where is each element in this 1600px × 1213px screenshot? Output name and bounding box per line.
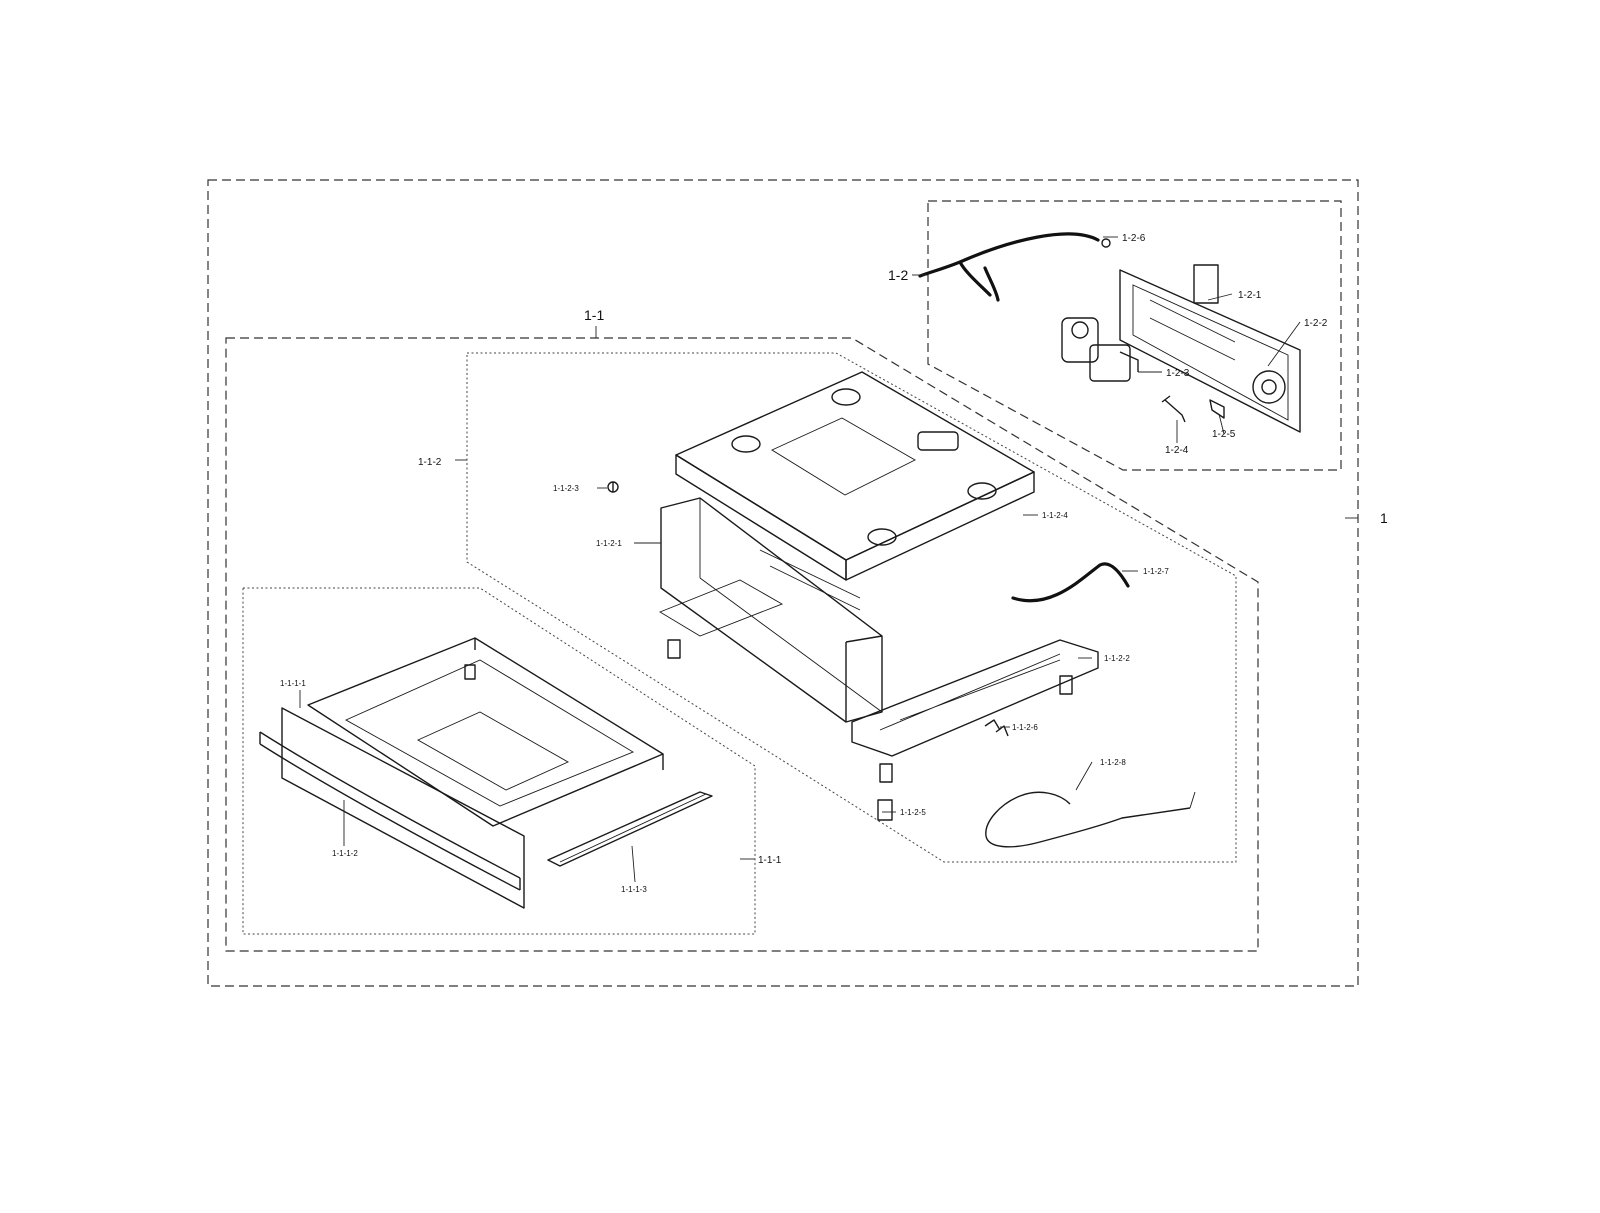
drawer-front-part <box>259 707 525 909</box>
frame-harness-part <box>1011 562 1130 603</box>
label-1-1-2-2: 1-1-2-2 <box>1104 654 1130 663</box>
label-1-1-2-7: 1-1-2-7 <box>1143 567 1169 576</box>
label-1-1-1-2: 1-1-1-2 <box>332 849 358 858</box>
control-panel-part <box>1119 264 1301 433</box>
label-1-2-5: 1-2-5 <box>1212 429 1236 440</box>
label-1-1-1: 1-1-1 <box>758 855 782 866</box>
frame-screw-part <box>607 481 619 493</box>
frame-base-part <box>658 579 1099 757</box>
label-1-2: 1-2 <box>888 267 908 283</box>
label-1-2-4: 1-2-4 <box>1165 445 1189 456</box>
assembly-1-2-boundary <box>927 200 1342 471</box>
drawer-body-part <box>307 637 664 827</box>
label-1-2-6: 1-2-6 <box>1122 233 1146 244</box>
assembly-1-1-2-boundary <box>466 352 1237 863</box>
leader-lines <box>299 236 1358 883</box>
label-1-1-2-4: 1-1-2-4 <box>1042 511 1068 520</box>
control-valve-part <box>1061 317 1139 382</box>
assembly-1-1-boundary <box>225 337 1259 952</box>
frame-leg-parts <box>667 639 1073 821</box>
label-1-2-3: 1-2-3 <box>1166 368 1190 379</box>
label-1-1-1-3: 1-1-1-3 <box>621 885 647 894</box>
label-1-2-2: 1-2-2 <box>1304 318 1328 329</box>
label-1-1-2: 1-1-2 <box>418 457 442 468</box>
label-1-1-2-5: 1-1-2-5 <box>900 808 926 817</box>
frame-top-part <box>675 371 1035 581</box>
control-sensor-b-part <box>1209 399 1225 419</box>
control-sensor-a-part <box>1161 395 1186 423</box>
label-1-1-2-3: 1-1-2-3 <box>553 484 579 493</box>
label-1-2-1: 1-2-1 <box>1238 290 1262 301</box>
label-1-1: 1-1 <box>584 307 604 323</box>
frame-heater-part <box>985 791 1196 848</box>
control-harness-part <box>918 232 1111 302</box>
label-1-1-2-6: 1-1-2-6 <box>1012 723 1038 732</box>
frame-front-part <box>660 497 883 723</box>
label-1: 1 <box>1380 510 1388 526</box>
frame-clip-part <box>984 719 1009 737</box>
label-1-1-2-1: 1-1-2-1 <box>596 539 622 548</box>
label-1-1-1-1: 1-1-1-1 <box>280 679 306 688</box>
assembly-1-1-1-boundary <box>242 587 756 935</box>
label-1-1-2-8: 1-1-2-8 <box>1100 758 1126 767</box>
drawer-rail-part <box>547 791 713 867</box>
assembly-1-boundary <box>207 179 1359 987</box>
